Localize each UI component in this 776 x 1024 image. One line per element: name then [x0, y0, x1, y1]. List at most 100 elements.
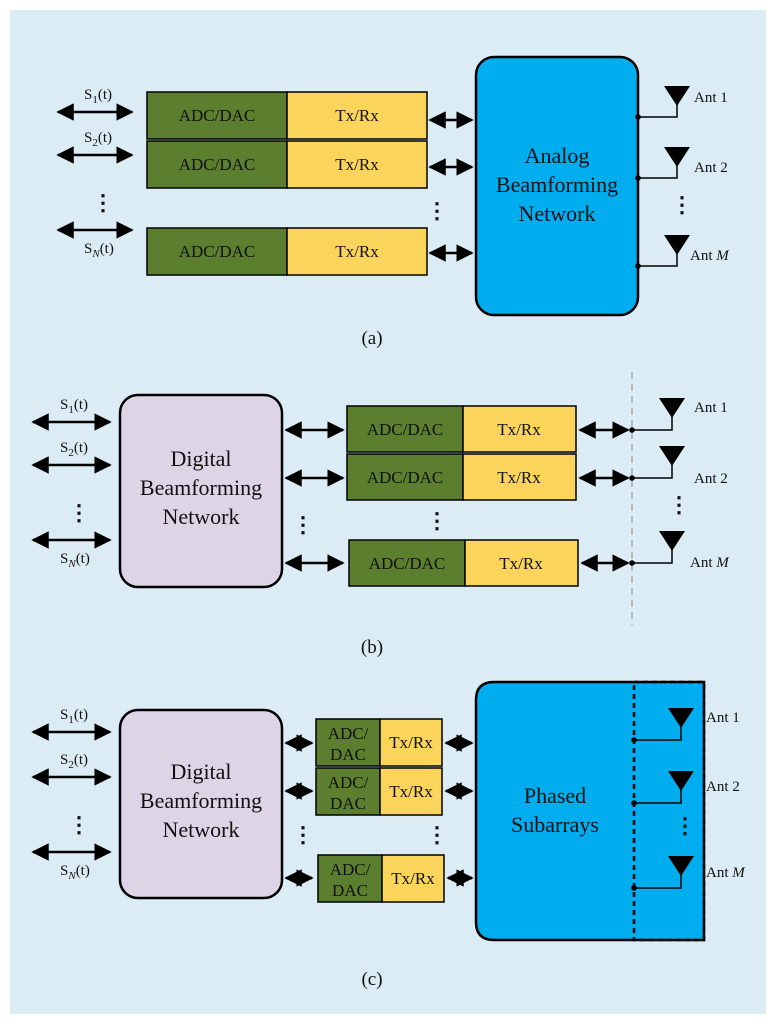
antenna-icon: [664, 147, 690, 167]
antenna-icon: [668, 856, 694, 876]
phased-line1: Phased: [524, 783, 586, 808]
tx-rx-label: Tx/Rx: [389, 782, 433, 801]
signal-label-2: S2(t): [60, 752, 88, 771]
tx-rx-label: Tx/Rx: [389, 733, 433, 752]
adc-dac-block: [315, 767, 381, 816]
adc-dac-label-bottom: DAC: [330, 794, 366, 813]
antenna-icon: [668, 771, 694, 791]
chain-row-n: ADC/ DAC Tx/Rx: [317, 854, 445, 903]
antenna-label-m: Ant M: [706, 865, 746, 881]
chain-row-n: ADC/DAC Tx/Rx: [348, 539, 579, 587]
panel-c: S1(t) S2(t) SN(t) ⋮ Digital Beamforming …: [31, 680, 746, 990]
antenna-label-1: Ant 1: [694, 90, 728, 106]
adc-dac-label-top: ADC/: [330, 860, 371, 879]
antenna-subarray-region: [632, 680, 706, 942]
chain-row-1: ADC/DAC Tx/Rx: [146, 91, 428, 140]
analog-network-line3: Network: [519, 201, 596, 226]
adc-dac-label: ADC/DAC: [369, 554, 446, 573]
adc-dac-block: [317, 854, 383, 903]
antenna-1: Ant 1: [635, 86, 728, 120]
adc-dac-label: ADC/DAC: [367, 420, 444, 439]
adc-dac-label-top: ADC/: [328, 773, 369, 792]
antenna-2: Ant 2: [629, 446, 728, 487]
chain-ellipsis: ⋮: [426, 508, 448, 533]
digital-network-line2: Beamforming: [140, 475, 262, 500]
digital-beamforming-network: [118, 708, 284, 900]
antenna-label-1: Ant 1: [694, 400, 728, 416]
antenna-1: Ant 1: [629, 398, 728, 433]
tx-rx-block: [379, 767, 443, 816]
adc-dac-label-bottom: DAC: [332, 881, 368, 900]
chain-ellipsis: ⋮: [426, 198, 448, 223]
antenna-1: Ant 1: [631, 708, 740, 743]
signal-label-n: SN(t): [84, 241, 114, 260]
adc-dac-label-top: ADC/: [328, 724, 369, 743]
tx-rx-block: [286, 140, 428, 189]
antenna-label-2: Ant 2: [694, 471, 728, 487]
antenna-ellipsis: ⋮: [668, 492, 690, 517]
tx-rx-block: [286, 227, 428, 276]
antenna-icon: [668, 708, 694, 728]
signal-label-2: S2(t): [84, 130, 112, 149]
tx-rx-label: Tx/Rx: [499, 554, 543, 573]
signal-label-1: S1(t): [60, 707, 88, 726]
digital-network-line3: Network: [163, 504, 240, 529]
digital-network-line1: Digital: [170, 446, 231, 471]
antenna-icon: [664, 86, 690, 106]
adc-dac-label: ADC/DAC: [179, 242, 256, 261]
adc-dac-block: [346, 405, 464, 453]
antenna-label-2: Ant 2: [694, 160, 728, 176]
tx-rx-label: Tx/Rx: [497, 468, 541, 487]
chain-ellipsis: ⋮: [426, 822, 448, 847]
antenna-icon: [659, 398, 685, 418]
chain-row-1: ADC/ DAC Tx/Rx: [315, 718, 443, 767]
chain-row-2: ADC/DAC Tx/Rx: [346, 453, 577, 501]
signal-label-1: S1(t): [60, 397, 88, 416]
chain-row-n: ADC/DAC Tx/Rx: [146, 227, 428, 276]
caption-c: (c): [361, 969, 382, 990]
link-ellipsis: ⋮: [292, 512, 314, 537]
adc-dac-label: ADC/DAC: [179, 155, 256, 174]
chain-row-1: ADC/DAC Tx/Rx: [346, 405, 577, 453]
antenna-ellipsis: ⋮: [671, 192, 693, 217]
adc-dac-label: ADC/DAC: [367, 468, 444, 487]
panel-a: S1(t) S2(t) SN(t) ⋮ ADC/DAC Tx/Rx ADC/DA…: [56, 55, 730, 349]
antenna-label-m: Ant M: [690, 555, 730, 571]
phased-line2: Subarrays: [511, 812, 599, 837]
signal-label-n: SN(t): [60, 863, 90, 882]
tx-rx-block: [462, 453, 577, 501]
tx-rx-label: Tx/Rx: [335, 106, 379, 125]
digital-network-line2: Beamforming: [140, 788, 262, 813]
adc-dac-block: [315, 718, 381, 767]
antenna-label-2: Ant 2: [706, 779, 740, 795]
antenna-m: Ant M: [635, 235, 730, 269]
caption-a: (a): [361, 328, 382, 349]
tx-rx-block: [462, 405, 577, 453]
antenna-icon: [659, 531, 685, 551]
tx-rx-block: [464, 539, 579, 587]
signal-ellipsis: ⋮: [68, 500, 90, 525]
signal-ellipsis: ⋮: [68, 812, 90, 837]
tx-rx-block: [381, 854, 445, 903]
analog-network-line2: Beamforming: [496, 172, 618, 197]
antenna-label-m: Ant M: [690, 248, 730, 264]
tx-rx-block: [286, 91, 428, 140]
phased-subarrays-block: [474, 680, 706, 942]
antenna-m: Ant M: [631, 856, 746, 891]
caption-b: (b): [361, 637, 383, 658]
tx-rx-label: Tx/Rx: [335, 155, 379, 174]
tx-rx-label: Tx/Rx: [391, 869, 435, 888]
tx-rx-block: [379, 718, 443, 767]
antenna-2: Ant 2: [631, 771, 740, 806]
signal-label-1: S1(t): [84, 87, 112, 106]
chain-row-2: ADC/DAC Tx/Rx: [146, 140, 428, 189]
antenna-ellipsis: ⋮: [674, 813, 696, 838]
tx-rx-label: Tx/Rx: [335, 242, 379, 261]
digital-network-line3: Network: [163, 817, 240, 842]
panel-b: S1(t) S2(t) SN(t) ⋮ Digital Beamforming …: [31, 372, 730, 658]
adc-dac-block: [348, 539, 466, 587]
antenna-m: Ant M: [629, 531, 730, 571]
digital-beamforming-network: [118, 393, 284, 589]
adc-dac-label: ADC/DAC: [179, 106, 256, 125]
